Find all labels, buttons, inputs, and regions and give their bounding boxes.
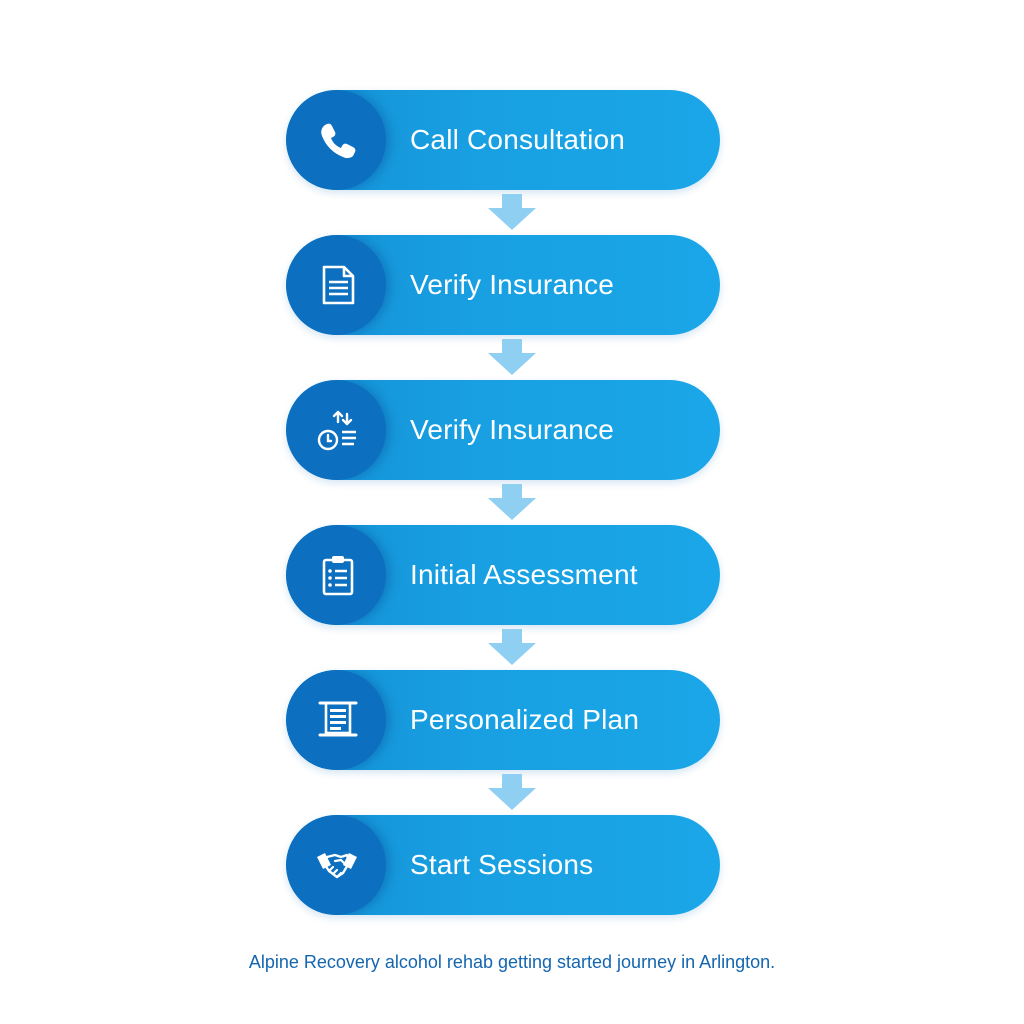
step-icon-badge bbox=[286, 90, 386, 190]
handshake-icon bbox=[317, 853, 357, 879]
flow-arrow-down bbox=[488, 194, 536, 230]
step-verify-insurance: Verify Insurance bbox=[286, 235, 720, 335]
caption: Alpine Recovery alcohol rehab getting st… bbox=[248, 952, 776, 972]
phone-icon bbox=[321, 123, 356, 159]
step-call-consultation: Call Consultation bbox=[286, 90, 720, 190]
flow-arrow-down bbox=[488, 339, 536, 375]
step-personalized-plan: Personalized Plan bbox=[286, 670, 720, 770]
step-icon-badge bbox=[286, 380, 386, 480]
step-start-sessions: Start Sessions bbox=[286, 815, 720, 915]
step-icon-badge bbox=[286, 235, 386, 335]
step-label: Call Consultation bbox=[410, 124, 626, 155]
step-initial-assessment: Initial Assessment bbox=[286, 525, 720, 625]
flow-arrow-down bbox=[488, 484, 536, 520]
step-label: Verify Insurance bbox=[410, 414, 614, 445]
step-label: Verify Insurance bbox=[410, 269, 614, 300]
step-label: Personalized Plan bbox=[410, 704, 640, 735]
step-label: Start Sessions bbox=[410, 849, 594, 880]
step-label: Initial Assessment bbox=[410, 559, 638, 590]
step-icon-badge bbox=[286, 525, 386, 625]
step-icon-badge bbox=[286, 815, 386, 915]
clipboard-icon bbox=[322, 556, 354, 596]
plan-scroll-icon bbox=[318, 701, 358, 737]
flow-arrow-down bbox=[488, 629, 536, 665]
transfer-clock-icon bbox=[317, 410, 356, 451]
step-verify-insurance-2: Verify Insurance bbox=[286, 380, 720, 480]
document-icon bbox=[322, 265, 355, 305]
flow-arrow-down bbox=[488, 774, 536, 810]
step-icon-badge bbox=[286, 670, 386, 770]
